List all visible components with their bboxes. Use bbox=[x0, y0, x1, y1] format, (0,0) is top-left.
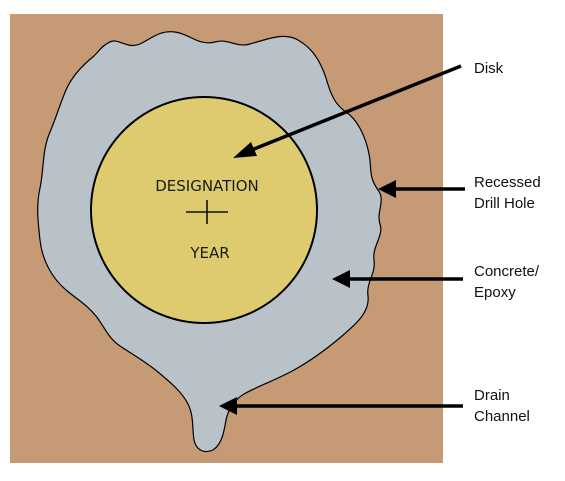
label-drain-line2: Channel bbox=[474, 408, 530, 425]
label-concrete-line2: Epoxy bbox=[474, 284, 516, 301]
leader-arrow-drill-hole bbox=[378, 180, 465, 198]
label-concrete-line1: Concrete/ bbox=[474, 263, 540, 280]
label-disk: Disk bbox=[474, 58, 503, 79]
crosshair-plus-icon bbox=[186, 200, 228, 224]
leader-arrow-concrete bbox=[332, 270, 463, 288]
leader-arrow-disk bbox=[233, 64, 462, 158]
label-concrete-epoxy: Concrete/ Epoxy bbox=[474, 261, 539, 303]
label-disk-text: Disk bbox=[474, 60, 504, 77]
label-drain-channel: Drain Channel bbox=[474, 385, 530, 427]
label-recessed-line2: Drill Hole bbox=[474, 195, 535, 212]
label-recessed-drill-hole: Recessed Drill Hole bbox=[474, 172, 541, 214]
survey-disk bbox=[90, 96, 318, 324]
label-recessed-line1: Recessed bbox=[474, 174, 541, 191]
disk-designation-text: DESIGNATION bbox=[155, 177, 259, 195]
leader-arrow-drain bbox=[219, 397, 463, 415]
label-drain-line1: Drain bbox=[474, 387, 510, 404]
disk-year-text: YEAR bbox=[189, 244, 229, 262]
